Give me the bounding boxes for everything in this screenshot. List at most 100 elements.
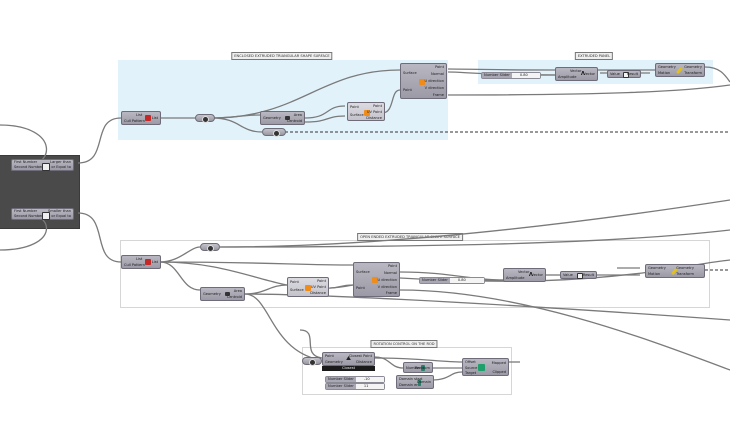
input-second-number[interactable]: Second Number	[14, 214, 43, 218]
output-smaller-than[interactable]: Smaller than	[48, 209, 71, 213]
output-closest-point[interactable]: Closest Point	[348, 354, 372, 358]
output-point[interactable]: Point	[435, 65, 444, 69]
construct-domain-node[interactable]: Domain start Domain end Domain	[396, 375, 434, 389]
output-transform[interactable]: Transform	[684, 71, 702, 75]
output-vector[interactable]: Vector	[583, 72, 595, 76]
output-result[interactable]: Result	[582, 273, 594, 277]
input-surface[interactable]: Surface	[350, 113, 364, 117]
output-frame[interactable]: Frame	[432, 93, 444, 97]
number-slider-4[interactable]: Number Slider 11	[325, 383, 385, 390]
input-cull-pattern[interactable]: Cull Pattern	[124, 263, 145, 267]
output-centroid[interactable]: Centroid	[286, 119, 302, 123]
input-number[interactable]: Number	[406, 366, 421, 370]
input-amplitude[interactable]: Amplitude	[506, 276, 525, 280]
output-normal[interactable]: Normal	[383, 271, 397, 275]
input-geometry[interactable]: Geometry	[325, 360, 343, 364]
output-distance[interactable]: Distance	[366, 116, 382, 120]
smaller-than-node[interactable]: First Number Second Number Smaller than …	[11, 208, 74, 220]
input-point[interactable]: Point	[350, 105, 359, 109]
input-domain-end[interactable]: Domain end	[399, 383, 421, 387]
graft-toggle-3[interactable]	[302, 357, 322, 366]
input-target[interactable]: Target	[465, 371, 477, 375]
evaluate-surface-node-1[interactable]: Point Surface Point UV Point Distance	[347, 102, 385, 121]
surface-frame-node-2[interactable]: Surface Point Point Normal U direction V…	[353, 262, 400, 297]
input-value[interactable]: Value	[563, 273, 573, 277]
output-distance[interactable]: Distance	[310, 291, 326, 295]
area-node-2[interactable]: Geometry Area Centroid	[200, 287, 245, 301]
evaluate-surface-node-2[interactable]: Point Surface Point UV Point Distance	[287, 277, 329, 297]
input-domain-start[interactable]: Domain start	[399, 377, 423, 381]
flatten-toggle-1[interactable]	[262, 128, 286, 137]
input-surface[interactable]: Surface	[403, 71, 417, 75]
move-node-2[interactable]: Geometry Motion Geometry Transform	[645, 264, 705, 278]
input-list[interactable]: List	[136, 113, 143, 117]
random-node[interactable]: Number Random	[403, 362, 433, 373]
output-list[interactable]: List	[151, 260, 158, 264]
move-node-1[interactable]: Geometry Motion Geometry Transform	[655, 63, 705, 77]
output-list[interactable]: List	[151, 116, 158, 120]
number-slider-1[interactable]: Number Slider 0.80	[481, 72, 541, 79]
output-u-direction[interactable]: U direction	[377, 278, 397, 282]
input-vector[interactable]: Vector	[570, 69, 582, 73]
output-or-equal[interactable]: or Equal to	[51, 165, 71, 169]
input-point[interactable]: Point	[403, 88, 412, 92]
output-transform[interactable]: Transform	[676, 272, 694, 276]
output-u-direction[interactable]: U direction	[424, 79, 444, 83]
closest-button[interactable]: Closest	[322, 366, 375, 371]
output-domain[interactable]: Domain	[417, 380, 431, 384]
slider-value[interactable]: 0.80	[511, 73, 540, 78]
cull-pattern-node-2[interactable]: List Cull Pattern List	[121, 255, 161, 269]
output-point[interactable]: Point	[373, 104, 382, 108]
closest-point-node[interactable]: Point Geometry ⛰ Closest Point Distance	[322, 352, 375, 366]
output-point[interactable]: Point	[388, 264, 397, 268]
amplitude-node-2[interactable]: Vector Amplitude Ʌ Vector	[503, 268, 546, 282]
output-clipped[interactable]: Clipped	[492, 370, 506, 374]
graft-toggle-1[interactable]	[195, 114, 215, 123]
input-point[interactable]: Point	[290, 280, 299, 284]
output-uv-point[interactable]: UV Point	[366, 110, 382, 114]
input-motion[interactable]: Motion	[648, 272, 661, 276]
input-second-number[interactable]: Second Number	[14, 165, 43, 169]
input-geometry[interactable]: Geometry	[648, 266, 666, 270]
output-mapped[interactable]: Mapped	[491, 361, 506, 365]
output-area[interactable]: Area	[233, 289, 242, 293]
slider-value[interactable]: 0.80	[449, 278, 484, 283]
surface-frame-node-1[interactable]: Surface Point Point Normal U direction V…	[400, 63, 447, 99]
input-first-number[interactable]: First Number	[14, 209, 38, 213]
output-geometry[interactable]: Geometry	[676, 266, 694, 270]
larger-than-node[interactable]: First Number Second Number Larger than o…	[11, 159, 74, 171]
output-or-equal[interactable]: or Equal to	[51, 214, 71, 218]
output-larger-than[interactable]: Larger than	[50, 160, 71, 164]
output-point[interactable]: Point	[317, 279, 326, 283]
output-normal[interactable]: Normal	[430, 72, 444, 76]
input-point[interactable]: Point	[325, 354, 334, 358]
output-result[interactable]: Result	[626, 72, 638, 76]
output-centroid[interactable]: Centroid	[226, 295, 242, 299]
input-vector[interactable]: Vector	[518, 270, 530, 274]
output-distance[interactable]: Distance	[356, 360, 372, 364]
output-vector[interactable]: Vector	[531, 273, 543, 277]
input-point[interactable]: Point	[356, 286, 365, 290]
output-geometry[interactable]: Geometry	[684, 65, 702, 69]
negative-node-2[interactable]: Value Result	[560, 271, 597, 279]
input-geometry[interactable]: Geometry	[203, 292, 221, 296]
area-node-1[interactable]: Geometry Area Centroid	[260, 111, 305, 125]
output-area[interactable]: Area	[293, 113, 302, 117]
amplitude-node-1[interactable]: Vector Amplitude Ʌ Vector	[555, 67, 598, 81]
input-source[interactable]: Source	[465, 366, 478, 370]
slider-value[interactable]: 11	[355, 384, 384, 389]
input-geometry[interactable]: Geometry	[658, 65, 676, 69]
number-slider-2[interactable]: Number Slider 0.80	[419, 277, 485, 284]
input-cull-pattern[interactable]: Cull Pattern	[124, 119, 145, 123]
cull-pattern-node-1[interactable]: List Cull Pattern List	[121, 111, 161, 125]
output-v-direction[interactable]: V direction	[424, 86, 444, 90]
remap-node[interactable]: Offset Source Target Mapped Clipped	[462, 358, 509, 376]
negative-node-1[interactable]: Value Result	[607, 70, 641, 78]
number-slider-3[interactable]: Number Slider -10	[325, 376, 385, 383]
slider-value[interactable]: -10	[355, 377, 384, 382]
output-frame[interactable]: Frame	[385, 291, 397, 295]
graft-toggle-2[interactable]	[200, 243, 220, 252]
input-surface[interactable]: Surface	[290, 288, 304, 292]
output-v-direction[interactable]: V direction	[377, 285, 397, 289]
input-list[interactable]: List	[136, 257, 143, 261]
